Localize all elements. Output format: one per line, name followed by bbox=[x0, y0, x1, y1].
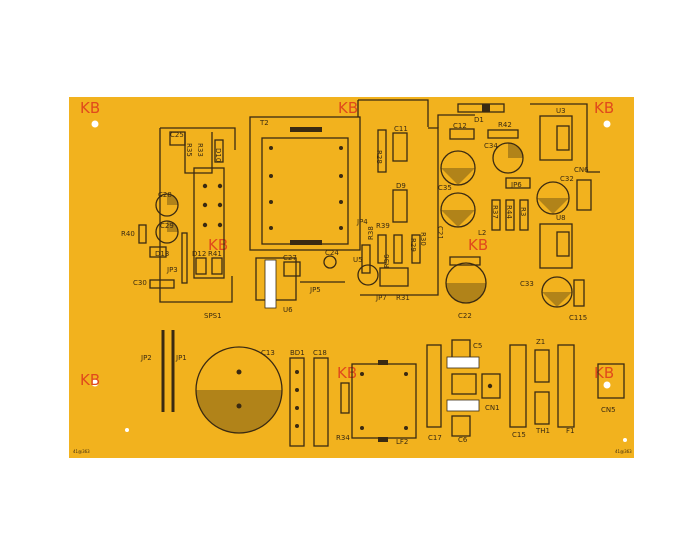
label-U5: U5 bbox=[353, 256, 363, 264]
label-C21: C21 bbox=[436, 226, 444, 240]
label-Z1: Z1 bbox=[536, 338, 545, 346]
label-C5: C5 bbox=[473, 342, 482, 350]
label-JP1: JP1 bbox=[175, 354, 187, 362]
kb-logo: KB bbox=[338, 99, 358, 117]
label-JP4: JP4 bbox=[356, 218, 368, 226]
label-SPS1: SPS1 bbox=[204, 312, 222, 320]
label-JP2: JP2 bbox=[140, 354, 152, 362]
label-C11: C11 bbox=[394, 125, 408, 133]
label-C34: C34 bbox=[484, 142, 498, 150]
label-R37: R37 bbox=[491, 205, 499, 219]
label-C15: C15 bbox=[512, 431, 526, 439]
label-D1: D1 bbox=[474, 116, 484, 124]
label-C18: C18 bbox=[313, 349, 327, 357]
label-BD1: BD1 bbox=[290, 349, 305, 357]
kb-logo: KB bbox=[80, 99, 100, 117]
label-JP3: JP3 bbox=[166, 266, 178, 274]
label-C25: C25 bbox=[170, 131, 184, 139]
kb-logo: KB bbox=[80, 371, 100, 389]
label-C13: C13 bbox=[261, 349, 275, 357]
label-L2: L2 bbox=[478, 229, 486, 237]
mounting-hole bbox=[91, 120, 99, 128]
label-C33: C33 bbox=[520, 280, 534, 288]
mounting-hole bbox=[91, 379, 99, 387]
label-C35: C35 bbox=[438, 184, 452, 192]
kb-logo: KB bbox=[594, 99, 614, 117]
kb-logo: KB bbox=[468, 236, 488, 254]
label-JP5: JP5 bbox=[309, 286, 321, 294]
label-C32: C32 bbox=[560, 175, 574, 183]
label-R40: R40 bbox=[121, 230, 135, 238]
mounting-hole bbox=[603, 120, 611, 128]
kb-logo: KB bbox=[208, 236, 228, 254]
label-C22: C22 bbox=[458, 312, 472, 320]
label-R34: R34 bbox=[336, 434, 350, 442]
label-C27: C27 bbox=[283, 254, 297, 262]
label-JP6: JP6 bbox=[510, 181, 522, 189]
label-TH1: TH1 bbox=[535, 427, 550, 435]
label-U3: U3 bbox=[556, 107, 566, 115]
label-U6: U6 bbox=[283, 306, 293, 314]
label-C12: C12 bbox=[453, 122, 467, 130]
label-CN6: CN6 bbox=[574, 166, 589, 174]
board-code: 41@363 bbox=[615, 449, 632, 454]
label-C17: C17 bbox=[428, 434, 442, 442]
label-CN5: CN5 bbox=[601, 406, 616, 414]
label-R44: R44 bbox=[505, 205, 513, 219]
label-CN1: CN1 bbox=[485, 404, 500, 412]
label-R33: R33 bbox=[196, 143, 204, 157]
kb-logo: KB bbox=[594, 364, 614, 382]
label-R29: R29 bbox=[409, 238, 417, 252]
label-U8: U8 bbox=[556, 214, 566, 222]
label-JP7: JP7 bbox=[375, 294, 387, 302]
label-R39: R39 bbox=[376, 222, 390, 230]
label-T2: T2 bbox=[259, 119, 269, 127]
label-R36: R36 bbox=[383, 254, 391, 268]
label-R28: R28 bbox=[375, 150, 383, 164]
label-D13: D13 bbox=[155, 250, 169, 258]
label-C24: C24 bbox=[325, 249, 339, 257]
mounting-hole bbox=[603, 381, 611, 389]
label-R31: R31 bbox=[396, 294, 410, 302]
board-code: 41@363 bbox=[73, 449, 90, 454]
label-LF2: LF2 bbox=[396, 438, 408, 446]
label-R42: R42 bbox=[498, 121, 512, 129]
label-R38: R38 bbox=[367, 226, 375, 240]
label-D9: D9 bbox=[396, 182, 406, 190]
label-C29: C29 bbox=[160, 222, 174, 230]
label-F1: F1 bbox=[566, 427, 574, 435]
label-R35: R35 bbox=[185, 143, 193, 157]
kb-logo: KB bbox=[337, 364, 357, 382]
label-D12: D12 bbox=[192, 250, 206, 258]
label-D10: D10 bbox=[214, 148, 222, 162]
label-R30: R30 bbox=[419, 232, 427, 246]
label-C28: C28 bbox=[158, 191, 172, 199]
label-C30: C30 bbox=[133, 279, 147, 287]
label-C6: C6 bbox=[458, 436, 468, 444]
label-R3: R3 bbox=[519, 207, 527, 216]
label-C115: C115 bbox=[569, 314, 587, 322]
label-R41: R41 bbox=[208, 250, 222, 258]
